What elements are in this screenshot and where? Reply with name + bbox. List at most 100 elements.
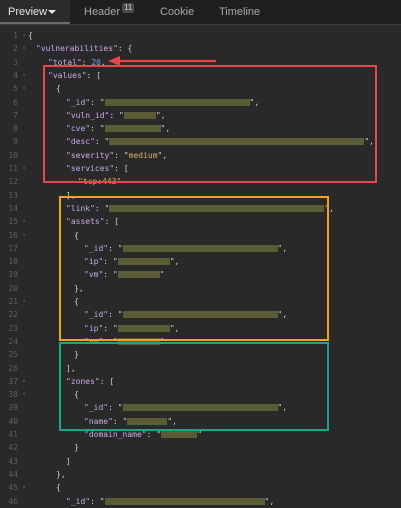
code-text: {: [56, 483, 61, 493]
code-text: "cve": "",: [66, 124, 171, 134]
code-text: "name": "",: [84, 416, 177, 426]
arrow-left-icon: [108, 56, 216, 66]
redacted-value: [104, 125, 161, 133]
line-number: 18: [8, 257, 18, 267]
line-number: 23: [8, 323, 18, 333]
chevron-down-icon[interactable]: [48, 10, 56, 14]
code-text: "ip": "",: [84, 257, 180, 267]
json-preview[interactable]: 1▾{2▾"vulnerabilities": {3"total": 20,4▾…: [0, 29, 401, 506]
fold-toggle-icon[interactable]: ▾: [22, 32, 26, 39]
code-line: 19"vm": "": [0, 268, 401, 281]
line-number: 15: [8, 217, 18, 227]
fold-toggle-icon[interactable]: ▾: [22, 218, 26, 226]
code-text: "values": [: [48, 70, 101, 80]
tab-cookie[interactable]: Cookie: [160, 0, 194, 24]
fold-toggle-icon[interactable]: ▾: [22, 85, 26, 93]
code-text: "_id": "",: [66, 496, 275, 506]
line-number: 25: [8, 350, 18, 360]
fold-toggle-icon[interactable]: ▾: [22, 165, 26, 172]
line-number: 5: [13, 84, 18, 94]
redacted-value: [117, 258, 170, 266]
code-line: 18 "ip": "",: [0, 255, 401, 268]
line-number: 26: [8, 363, 18, 373]
redacted-value: [104, 98, 250, 106]
code-line: 24 "vm": "": [0, 335, 401, 348]
tab-preview[interactable]: Preview: [0, 0, 70, 24]
code-text: "_id": "",: [66, 97, 260, 107]
code-text: "_id": "",: [84, 403, 288, 413]
line-number: 10: [8, 150, 18, 160]
code-text: ],: [66, 190, 76, 200]
line-number: 43: [8, 456, 18, 466]
line-number: 24: [8, 336, 18, 346]
code-line: 6"_id": "",: [0, 96, 401, 109]
code-text: {: [74, 390, 79, 400]
fold-toggle-icon[interactable]: ▾: [22, 484, 26, 492]
line-number: 1: [13, 31, 18, 40]
line-number: 17: [8, 243, 18, 253]
code-line: 39 "_id": "",: [0, 401, 401, 414]
code-line: 41"domain_name": "": [0, 428, 401, 441]
tab-timeline[interactable]: Timeline: [219, 0, 260, 24]
line-number: 22: [8, 310, 18, 320]
line-number: 8: [13, 124, 18, 134]
line-number: 4: [13, 70, 18, 80]
fold-toggle-icon[interactable]: ▾: [22, 391, 26, 399]
code-text: ]: [66, 456, 71, 466]
line-number: 46: [8, 496, 18, 506]
line-number: 9: [13, 137, 18, 147]
code-line: 7"vuln_id": "",: [0, 109, 401, 122]
code-text: "tcp:443": [78, 177, 122, 187]
code-line: 15▾"assets": [: [0, 215, 401, 228]
code-line: 5▾{: [0, 82, 401, 95]
redacted-value: [123, 111, 156, 119]
code-text: },: [74, 283, 84, 293]
line-number: 20: [8, 283, 18, 293]
code-line: 37▾"zones": [: [0, 375, 401, 388]
code-line: 26],: [0, 362, 401, 375]
code-text: }: [74, 350, 79, 360]
fold-toggle-icon[interactable]: ▾: [22, 45, 26, 53]
code-line: 42}: [0, 441, 401, 454]
code-text: "desc": "",: [66, 137, 374, 147]
fold-toggle-icon[interactable]: ▾: [22, 71, 26, 79]
code-text: }: [74, 443, 79, 453]
code-line: 22"_id": "",: [0, 308, 401, 321]
line-number: 14: [8, 203, 18, 213]
code-text: "vm": "": [84, 336, 165, 346]
tab-timeline-label: Timeline: [219, 6, 261, 18]
fold-toggle-icon[interactable]: ▾: [22, 231, 26, 239]
code-line: 46 "_id": "",: [0, 495, 401, 508]
line-number: 2: [13, 44, 18, 54]
code-text: ],: [66, 363, 76, 373]
fold-toggle-icon[interactable]: ▾: [22, 377, 26, 385]
tab-preview-label: Preview: [8, 6, 48, 18]
code-text: "severity": "medium",: [66, 150, 168, 160]
line-number: 37: [8, 376, 18, 386]
code-line: 3"total": 20,: [0, 56, 401, 69]
redacted-value: [122, 244, 278, 252]
code-line: 4 ▾ "values": [: [0, 69, 401, 82]
line-number: 13: [8, 190, 18, 200]
fold-toggle-icon[interactable]: ▾: [22, 298, 26, 305]
line-number: 39: [8, 403, 18, 413]
tab-cookie-label: Cookie: [160, 6, 195, 18]
code-line: 1 ▾{: [0, 29, 401, 42]
code-line: 38▾{: [0, 388, 401, 401]
header-count-badge: 11: [122, 3, 135, 13]
code-text: {: [28, 31, 33, 40]
line-number: 3: [13, 57, 18, 67]
code-text: },: [56, 469, 66, 479]
line-number: 12: [8, 177, 18, 187]
code-line: 8 "cve": "",: [0, 122, 401, 135]
redacted-value: [122, 404, 278, 412]
code-line: 11▾"services": [: [0, 162, 401, 175]
code-line: 40"name": "",: [0, 415, 401, 428]
line-number: 42: [8, 443, 18, 453]
line-number: 21: [8, 297, 18, 306]
code-line: 12 "tcp:443": [0, 175, 401, 188]
code-line: 25}: [0, 348, 401, 361]
code-text: {: [74, 297, 79, 306]
